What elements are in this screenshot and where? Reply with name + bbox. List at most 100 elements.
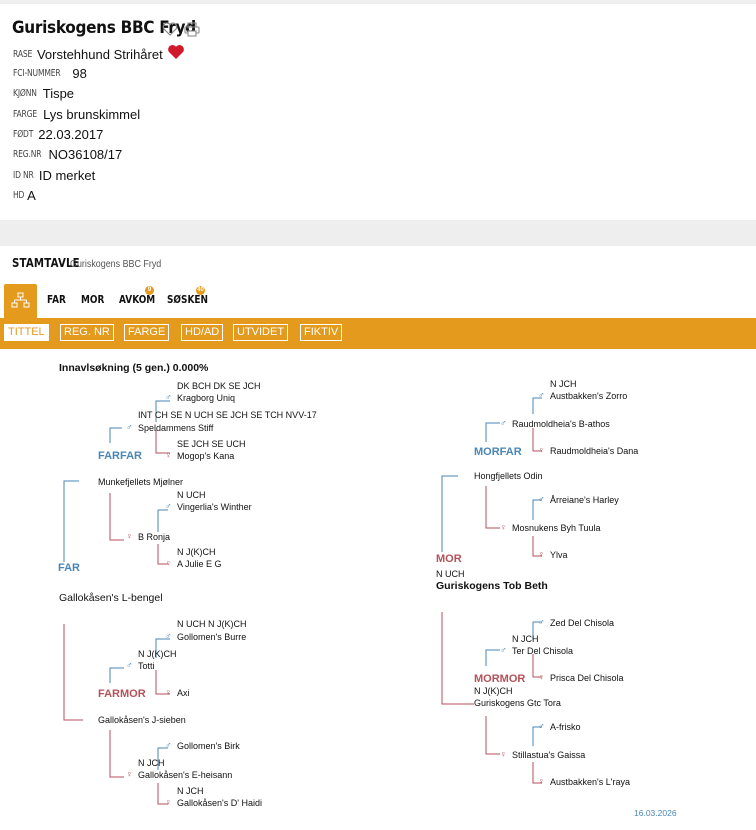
dog-link[interactable]: Kragborg Uniq: [177, 393, 236, 403]
dog-link[interactable]: Hongfjellets Odin: [474, 471, 543, 481]
dog-link[interactable]: Raudmoldheia's Dana: [550, 446, 639, 456]
male-symbol-icon: ♂: [500, 418, 507, 428]
dog-link[interactable]: Gallokåsen's D' Haidi: [177, 798, 262, 808]
male-symbol-icon: ♂: [165, 392, 172, 402]
morfar-label: MORFAR: [474, 446, 522, 458]
female-symbol-icon: ♀: [165, 687, 172, 697]
field-label: Kjønn: [13, 88, 37, 100]
female-symbol-icon: ♀: [126, 769, 133, 779]
field-value: Lys brunskimmel: [43, 107, 141, 123]
field-value: A: [27, 188, 36, 204]
female-symbol-icon: ♀: [165, 558, 172, 568]
dog-link[interactable]: Gollomen's Burre: [177, 632, 247, 642]
dog-link[interactable]: B Ronja: [138, 532, 171, 542]
pedigree-tree-icon: [11, 292, 30, 308]
title-text: DK BCH DK SE JCH: [177, 381, 261, 391]
female-symbol-icon: ♀: [500, 522, 507, 532]
dog-link[interactable]: Speldammens Stiff: [138, 423, 214, 433]
dog-link[interactable]: Mosnukens Byh Tuula: [512, 523, 601, 533]
dog-link[interactable]: Austbakken's Zorro: [550, 391, 628, 401]
tab-avkom[interactable]: AVKOM: [119, 294, 156, 306]
field-kjonn: KjønnTispe: [13, 85, 74, 105]
title-text: N J(K)CH: [177, 547, 216, 557]
dog-link[interactable]: A-frisko: [550, 722, 581, 732]
dog-link[interactable]: Guriskogens Tob Beth: [436, 580, 548, 592]
tittel-button[interactable]: TITTEL: [4, 324, 49, 341]
date-stamp: 16.03.2026: [634, 808, 677, 818]
dog-link[interactable]: Gallokåsen's L-bengel: [59, 592, 163, 604]
dog-link[interactable]: Ylva: [550, 550, 568, 560]
dog-link[interactable]: Munkefjellets Mjølner: [98, 477, 184, 487]
male-symbol-icon: ♂: [538, 390, 545, 400]
male-symbol-icon: ♂: [126, 660, 133, 670]
heart-filled-icon[interactable]: [167, 44, 185, 65]
farmor-label: FARMOR: [98, 688, 146, 700]
mormor-label: MORMOR: [474, 673, 526, 685]
female-symbol-icon: ♀: [538, 672, 545, 682]
dog-link[interactable]: Årreiane's Harley: [550, 495, 619, 505]
title-text: N JCH: [512, 634, 539, 644]
dog-link[interactable]: Ter Del Chisola: [512, 646, 574, 656]
male-symbol-icon: ♂: [165, 740, 172, 750]
dog-link[interactable]: Guriskogens Gtc Tora: [474, 698, 561, 708]
field-label: Født: [13, 129, 34, 141]
tab-pedigree[interactable]: [4, 284, 37, 318]
field-value: NO36108/17: [48, 147, 123, 163]
printer-icon[interactable]: [184, 22, 200, 42]
female-symbol-icon: ♀: [165, 797, 172, 807]
regnr-button[interactable]: REG. NR: [60, 324, 114, 341]
farge-button[interactable]: FARGE: [124, 324, 170, 341]
field-value: Vorstehhund Strihåret: [36, 47, 163, 62]
dog-link[interactable]: Austbakken's L'raya: [550, 777, 630, 787]
hdad-button[interactable]: HD/AD: [181, 324, 224, 341]
male-symbol-icon: ♂: [126, 422, 133, 432]
dog-name-title: Guriskogens BBC Fryd: [12, 18, 196, 38]
male-symbol-icon: ♂: [165, 631, 172, 641]
field-value: 22.03.2017: [38, 127, 104, 143]
dog-link[interactable]: Prisca Del Chisola: [550, 673, 624, 683]
male-symbol-icon: ♂: [165, 501, 172, 511]
mor-label: MOR: [436, 553, 462, 565]
title-text: N J(K)CH: [138, 649, 177, 659]
field-fodt: Født 22.03.2017: [13, 126, 103, 146]
dog-link[interactable]: Zed Del Chisola: [550, 618, 615, 628]
title-text: N JCH: [550, 379, 577, 389]
dog-link[interactable]: Raudmoldheia's B-athos: [512, 419, 610, 429]
dog-link[interactable]: Axi: [177, 688, 190, 698]
field-regnr: Reg.nr NO36108/17: [13, 146, 122, 166]
dog-link[interactable]: Totti: [138, 661, 155, 671]
title-text: N UCH N J(K)CH: [177, 619, 247, 629]
dog-link[interactable]: Gallokåsen's J-sieben: [98, 715, 186, 725]
male-symbol-icon: ♂: [538, 494, 545, 504]
utvidet-button[interactable]: UTVIDET: [233, 324, 289, 341]
dog-link[interactable]: Gollomen's Birk: [177, 741, 240, 751]
tab-far[interactable]: FAR: [47, 294, 66, 306]
dog-link[interactable]: Mogop's Kana: [177, 451, 235, 461]
male-symbol-icon: ♂: [538, 721, 545, 731]
dog-link[interactable]: Gallokåsen's E-heisann: [138, 770, 233, 780]
heart-outline-icon[interactable]: [162, 22, 178, 41]
field-label: Farge: [13, 109, 38, 121]
field-idnr: ID nr ID merket: [13, 167, 95, 187]
fiktiv-button[interactable]: FIKTIV: [300, 324, 343, 341]
field-label: ID nr: [13, 170, 34, 182]
female-symbol-icon: ♀: [165, 450, 172, 460]
female-symbol-icon: ♀: [538, 549, 545, 559]
tab-mor[interactable]: MOR: [81, 294, 105, 306]
field-value: ID merket: [38, 168, 96, 184]
dog-link[interactable]: Stillastua's Gaissa: [512, 750, 586, 760]
dog-link[interactable]: Vingerlia's Winther: [177, 502, 252, 512]
field-rase: RaseVorstehhund Strihåret: [13, 44, 185, 64]
title-text: SE JCH SE UCH: [177, 439, 246, 449]
tab-sosken[interactable]: SØSKEN: [167, 294, 208, 306]
field-value: 98: [72, 66, 87, 82]
title-text: INT CH SE N UCH SE JCH SE TCH NVV-17: [138, 410, 317, 420]
sosken-count-badge: 40: [196, 286, 205, 295]
title-text: N JCH: [177, 786, 204, 796]
male-symbol-icon: ♂: [538, 617, 545, 627]
male-symbol-icon: ♂: [500, 645, 507, 655]
pedigree-connector-lines: [63, 397, 542, 805]
field-label: Reg.nr: [13, 149, 42, 161]
dog-link[interactable]: A Julie E G: [177, 559, 222, 569]
